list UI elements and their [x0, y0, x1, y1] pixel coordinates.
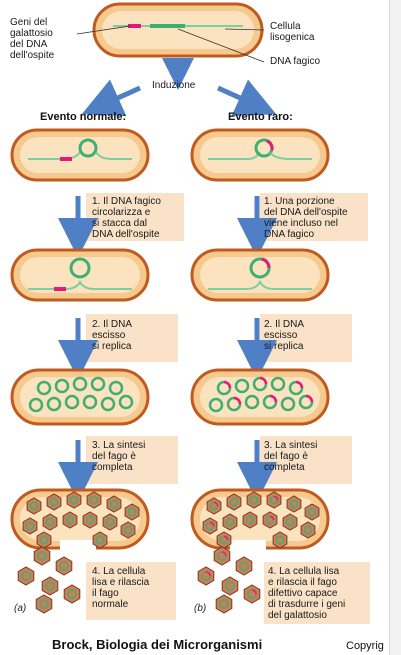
phage-head-icon	[213, 546, 231, 566]
copyright-text: Copyrig	[346, 640, 384, 652]
phage-head-icon	[202, 517, 218, 535]
phage-head-icon	[215, 594, 233, 614]
cell-normal-1	[10, 128, 150, 182]
normal-event-heading: Evento normale:	[40, 111, 127, 123]
phage-head-icon	[62, 511, 78, 529]
lysogenic-cell	[92, 2, 264, 58]
induction-label: Induzione	[152, 80, 196, 91]
panel-label-a: (a)	[14, 603, 27, 614]
phage-head-icon	[266, 491, 282, 509]
phage-head-icon	[41, 576, 59, 596]
phage-head-icon	[63, 584, 81, 604]
phage-head-icon	[42, 513, 58, 531]
phage-head-icon	[242, 511, 258, 529]
phage-head-icon	[222, 513, 238, 531]
phage-head-icon	[197, 566, 215, 586]
cell-rare-1	[190, 128, 330, 182]
phage-head-icon	[246, 491, 262, 509]
phage-head-icon	[35, 594, 53, 614]
phage-head-icon	[226, 493, 242, 511]
phage-head-icon	[92, 531, 108, 549]
cell-normal-2	[10, 248, 150, 302]
phage-head-icon	[216, 531, 232, 549]
phage-head-icon	[235, 556, 253, 576]
rare-event-heading: Evento raro:	[228, 111, 293, 123]
phage-head-icon	[282, 513, 298, 531]
phage-head-icon	[106, 495, 122, 513]
phage-head-icon	[102, 513, 118, 531]
phage-head-icon	[86, 491, 102, 509]
phage-head-icon	[206, 497, 222, 515]
phage-head-icon	[120, 521, 136, 539]
cell-rare-2	[190, 248, 330, 302]
phage-head-icon	[262, 511, 278, 529]
phage-head-icon	[272, 531, 288, 549]
phage-head-icon	[124, 503, 140, 521]
phage-head-icon	[36, 531, 52, 549]
phage-head-icon	[55, 556, 73, 576]
side-scrollbar[interactable]	[389, 0, 401, 655]
phage-head-icon	[22, 517, 38, 535]
cell-normal-3	[10, 368, 150, 426]
phage-head-icon	[286, 495, 302, 513]
phage-head-icon	[221, 576, 239, 596]
phage-dna-label: DNA fagico	[270, 56, 321, 67]
phage-head-icon	[82, 511, 98, 529]
cell-rare-3	[190, 368, 330, 426]
panel-label-b: (b)	[194, 603, 207, 614]
phage-head-icon	[304, 503, 320, 521]
phage-head-icon	[46, 493, 62, 511]
phage-head-icon	[66, 491, 82, 509]
phage-head-icon	[243, 584, 261, 604]
book-citation: Brock, Biologia dei Microrganismi	[52, 637, 263, 652]
phage-head-icon	[300, 521, 316, 539]
phage-particles	[17, 491, 320, 614]
phage-head-icon	[33, 546, 51, 566]
phage-head-icon	[17, 566, 35, 586]
phage-head-icon	[26, 497, 42, 515]
